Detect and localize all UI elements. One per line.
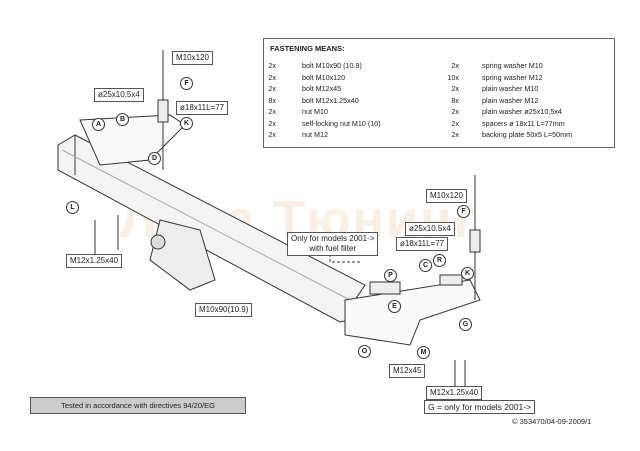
fastening-means-table: FASTENING MEANS: 2x bolt M10x90 (10.9) 2x b…: [263, 38, 615, 148]
fastening-title: FASTENING MEANS:: [270, 44, 345, 53]
label-m10x120-left: M10x120: [172, 51, 213, 65]
callout-c: C: [419, 259, 432, 272]
fastening-row: 2x self-locking nut M10 (10): [264, 119, 614, 129]
fastening-item: spring washer M10: [482, 61, 543, 70]
fastening-item: self-locking nut M10 (10): [302, 118, 381, 128]
fastening-row: 2x nut M10: [264, 107, 614, 117]
fastening-row: 2x bolt M10x90 (10.9): [264, 61, 614, 71]
callout-f-right: F: [457, 205, 470, 218]
callout-a: A: [92, 118, 105, 131]
label-washer-left: ø25x10.5x4: [94, 88, 144, 102]
label-m12-left: M12x1.25x40: [66, 254, 123, 268]
callout-g: G: [459, 318, 472, 331]
fastening-item: bolt M10x120: [302, 72, 346, 82]
fastening-item: backing plate 50x5 L=50mm: [482, 130, 573, 139]
callout-m: M: [417, 346, 430, 359]
fastening-qty: 2x: [451, 84, 459, 93]
tested-note: Tested in accordance with directives 94/…: [30, 397, 246, 414]
label-g-note: G = only for models 2001->: [424, 400, 536, 414]
fastening-qty: 2x: [451, 118, 459, 128]
callout-k-left: K: [180, 117, 193, 130]
fastening-qty: 2x: [268, 130, 276, 139]
label-m12-right: M12x1.25x40: [426, 386, 483, 400]
fastening-qty: 2x: [268, 72, 276, 82]
fastening-item: bolt M12x45: [302, 84, 342, 93]
fastening-qty: 2x: [451, 130, 459, 139]
tow-ball: [150, 234, 166, 250]
label-m12x45: M12x45: [389, 364, 426, 378]
fastening-row: 10x spring washer M12: [264, 73, 614, 83]
hitch-arm: [149, 219, 216, 291]
callout-p: P: [384, 269, 397, 282]
callout-d: D: [148, 152, 161, 165]
fastening-item: plain washer ø25x10,5x4: [482, 107, 562, 116]
fastening-qty: 2x: [268, 84, 276, 93]
fastening-qty: 2x: [451, 107, 459, 116]
fastening-row: 2x plain washer ø25x10,5x4: [264, 107, 614, 117]
left-bracket: [79, 114, 186, 166]
fastening-item: spring washer M12: [482, 72, 543, 82]
label-m10x90: M10x90(10.9): [195, 303, 253, 317]
label-spacer-left: ø18x11L=77: [176, 101, 229, 115]
fastening-row: 8x bolt M12x1.25x40: [264, 96, 614, 106]
callout-o: O: [358, 345, 371, 358]
fastening-qty: 8x: [268, 95, 276, 105]
only-models-line1: Only for models 2001->: [291, 234, 375, 243]
fastening-item: plain washer M12: [482, 95, 539, 105]
fastening-qty: 2x: [268, 118, 276, 128]
callout-b: B: [116, 113, 129, 126]
copyright: © 353470/04-09-2009/1: [512, 417, 592, 426]
fastening-qty: 10x: [447, 72, 459, 82]
plate-r: [439, 274, 463, 286]
fastening-item: nut M10: [302, 107, 328, 116]
fastening-row: 2x nut M12: [264, 130, 614, 140]
label-washer-right: ø25x10.5x4: [405, 222, 455, 236]
fastening-item: spacers ø 18x11 L=77mm: [482, 118, 565, 128]
fastening-row: 2x bolt M12x45: [264, 84, 614, 94]
fastening-qty: 2x: [451, 61, 459, 70]
callout-l: L: [66, 201, 79, 214]
fastening-row: 8x plain washer M12: [264, 96, 614, 106]
fastening-qty: 2x: [268, 107, 276, 116]
fastening-item: nut M12: [302, 130, 328, 139]
fastening-row: 2x bolt M10x120: [264, 73, 614, 83]
fastening-qty: 2x: [268, 61, 276, 70]
fastening-qty: 8x: [451, 95, 459, 105]
fastening-item: bolt M12x1.25x40: [302, 95, 359, 105]
right-bracket: [344, 279, 481, 346]
fastening-row: 2x plain washer M10: [264, 84, 614, 94]
fastening-item: plain washer M10: [482, 84, 539, 93]
callout-e: E: [388, 300, 401, 313]
fastening-row: 2x backing plate 50x5 L=50mm: [264, 130, 614, 140]
label-only-models: Only for models 2001->with fuel filter: [287, 232, 379, 256]
fastening-row: 2x spacers ø 18x11 L=77mm: [264, 119, 614, 129]
fastening-row: 2x spring washer M10: [264, 61, 614, 71]
callout-r: R: [433, 254, 446, 267]
callout-f-left: F: [180, 77, 193, 90]
fastening-item: bolt M10x90 (10.9): [302, 61, 362, 70]
only-models-line2: with fuel filter: [309, 244, 357, 253]
label-m10x120-right: M10x120: [426, 189, 467, 203]
plate-p: [369, 281, 401, 295]
callout-k-right: K: [461, 267, 474, 280]
label-spacer-right: ø18x11L=77: [396, 237, 449, 251]
